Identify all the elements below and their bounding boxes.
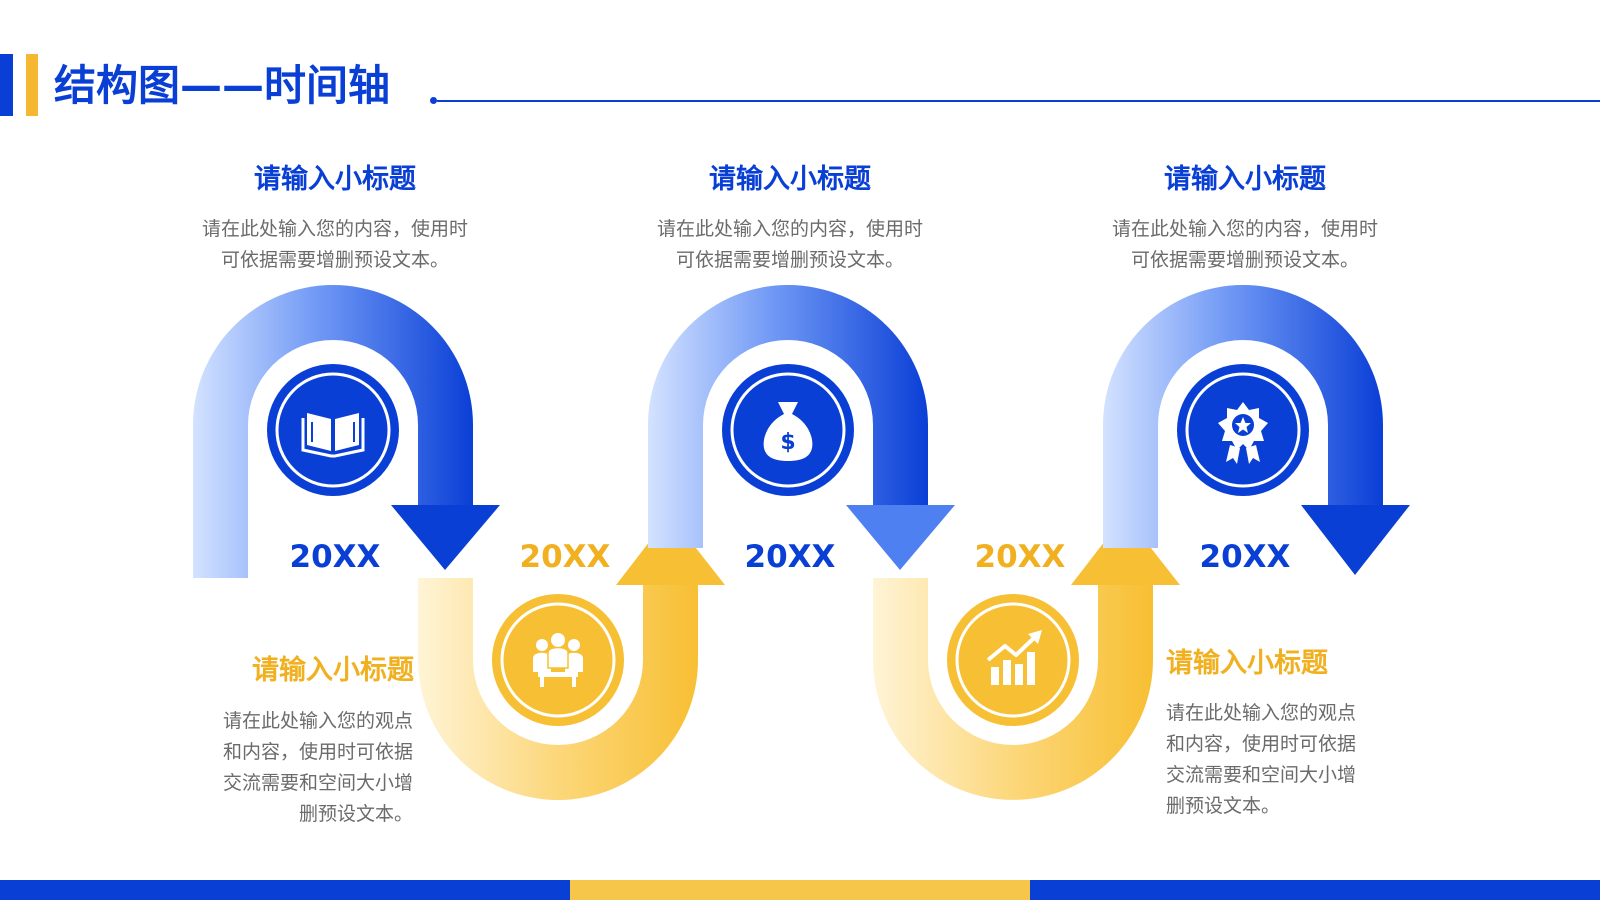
- title-accent-blue: [0, 54, 13, 116]
- step-3-year: 20XX: [744, 539, 836, 575]
- growth-chart-icon: [986, 630, 1042, 685]
- arch-blue-1: [193, 285, 473, 578]
- step-3-heading: 请输入小标题: [709, 164, 871, 195]
- arrowhead-up-1: [616, 515, 725, 585]
- step-1-heading: 请输入小标题: [254, 164, 416, 195]
- icon-circle-1: [267, 364, 399, 496]
- step-1-body: 请在此处输入您的内容，使用时 可依据需要增删预设文本。: [201, 218, 468, 271]
- arch-blue-2: [648, 285, 928, 548]
- step-3-body: 请在此处输入您的内容，使用时 可依据需要增删预设文本。: [656, 218, 923, 271]
- footer-bar-gold-center: [570, 880, 1030, 900]
- step-2-year: 20XX: [519, 539, 611, 575]
- arrowhead-down-2: [846, 505, 955, 570]
- title-rule-dot: [430, 97, 437, 104]
- arrowhead-up-2: [1071, 515, 1180, 585]
- title-rule: [437, 100, 1600, 102]
- arrowhead-down-3: [1301, 505, 1410, 575]
- money-bag-icon: $: [763, 402, 813, 461]
- team-icon: [533, 633, 583, 687]
- icon-circle-4: [947, 594, 1079, 726]
- money-symbol: $: [780, 430, 795, 455]
- arch-blue-3: [1103, 285, 1383, 548]
- step-4-extra-body: 请在此处输入您的观点 和内容，使用时可依据 交流需要和空间大小增 删预设文本。: [1166, 702, 1357, 817]
- step-2-body: 请在此处输入您的观点 和内容，使用时可依据 交流需要和空间大小增 删预设文本。: [222, 710, 413, 825]
- ucurve-gold-1: [418, 578, 698, 800]
- title-accent-yellow: [26, 54, 38, 116]
- award-badge-icon: [1218, 402, 1268, 464]
- page-title: 结构图——时间轴: [54, 61, 391, 110]
- step-1-year: 20XX: [289, 539, 381, 575]
- step-5-body: 请在此处输入您的内容，使用时 可依据需要增删预设文本。: [1111, 218, 1378, 271]
- arrowhead-down-1: [391, 505, 500, 570]
- book-icon: [301, 413, 365, 458]
- footer-bar-blue-right: [1030, 880, 1600, 900]
- step-4-extra-heading: 请输入小标题: [1166, 648, 1328, 679]
- footer-bar-blue-left: [0, 880, 570, 900]
- ucurve-gold-2: [873, 578, 1153, 800]
- step-5-heading: 请输入小标题: [1164, 164, 1326, 195]
- step-2-heading: 请输入小标题: [252, 655, 414, 686]
- step-5-year: 20XX: [1199, 539, 1291, 575]
- step-4-year: 20XX: [974, 539, 1066, 575]
